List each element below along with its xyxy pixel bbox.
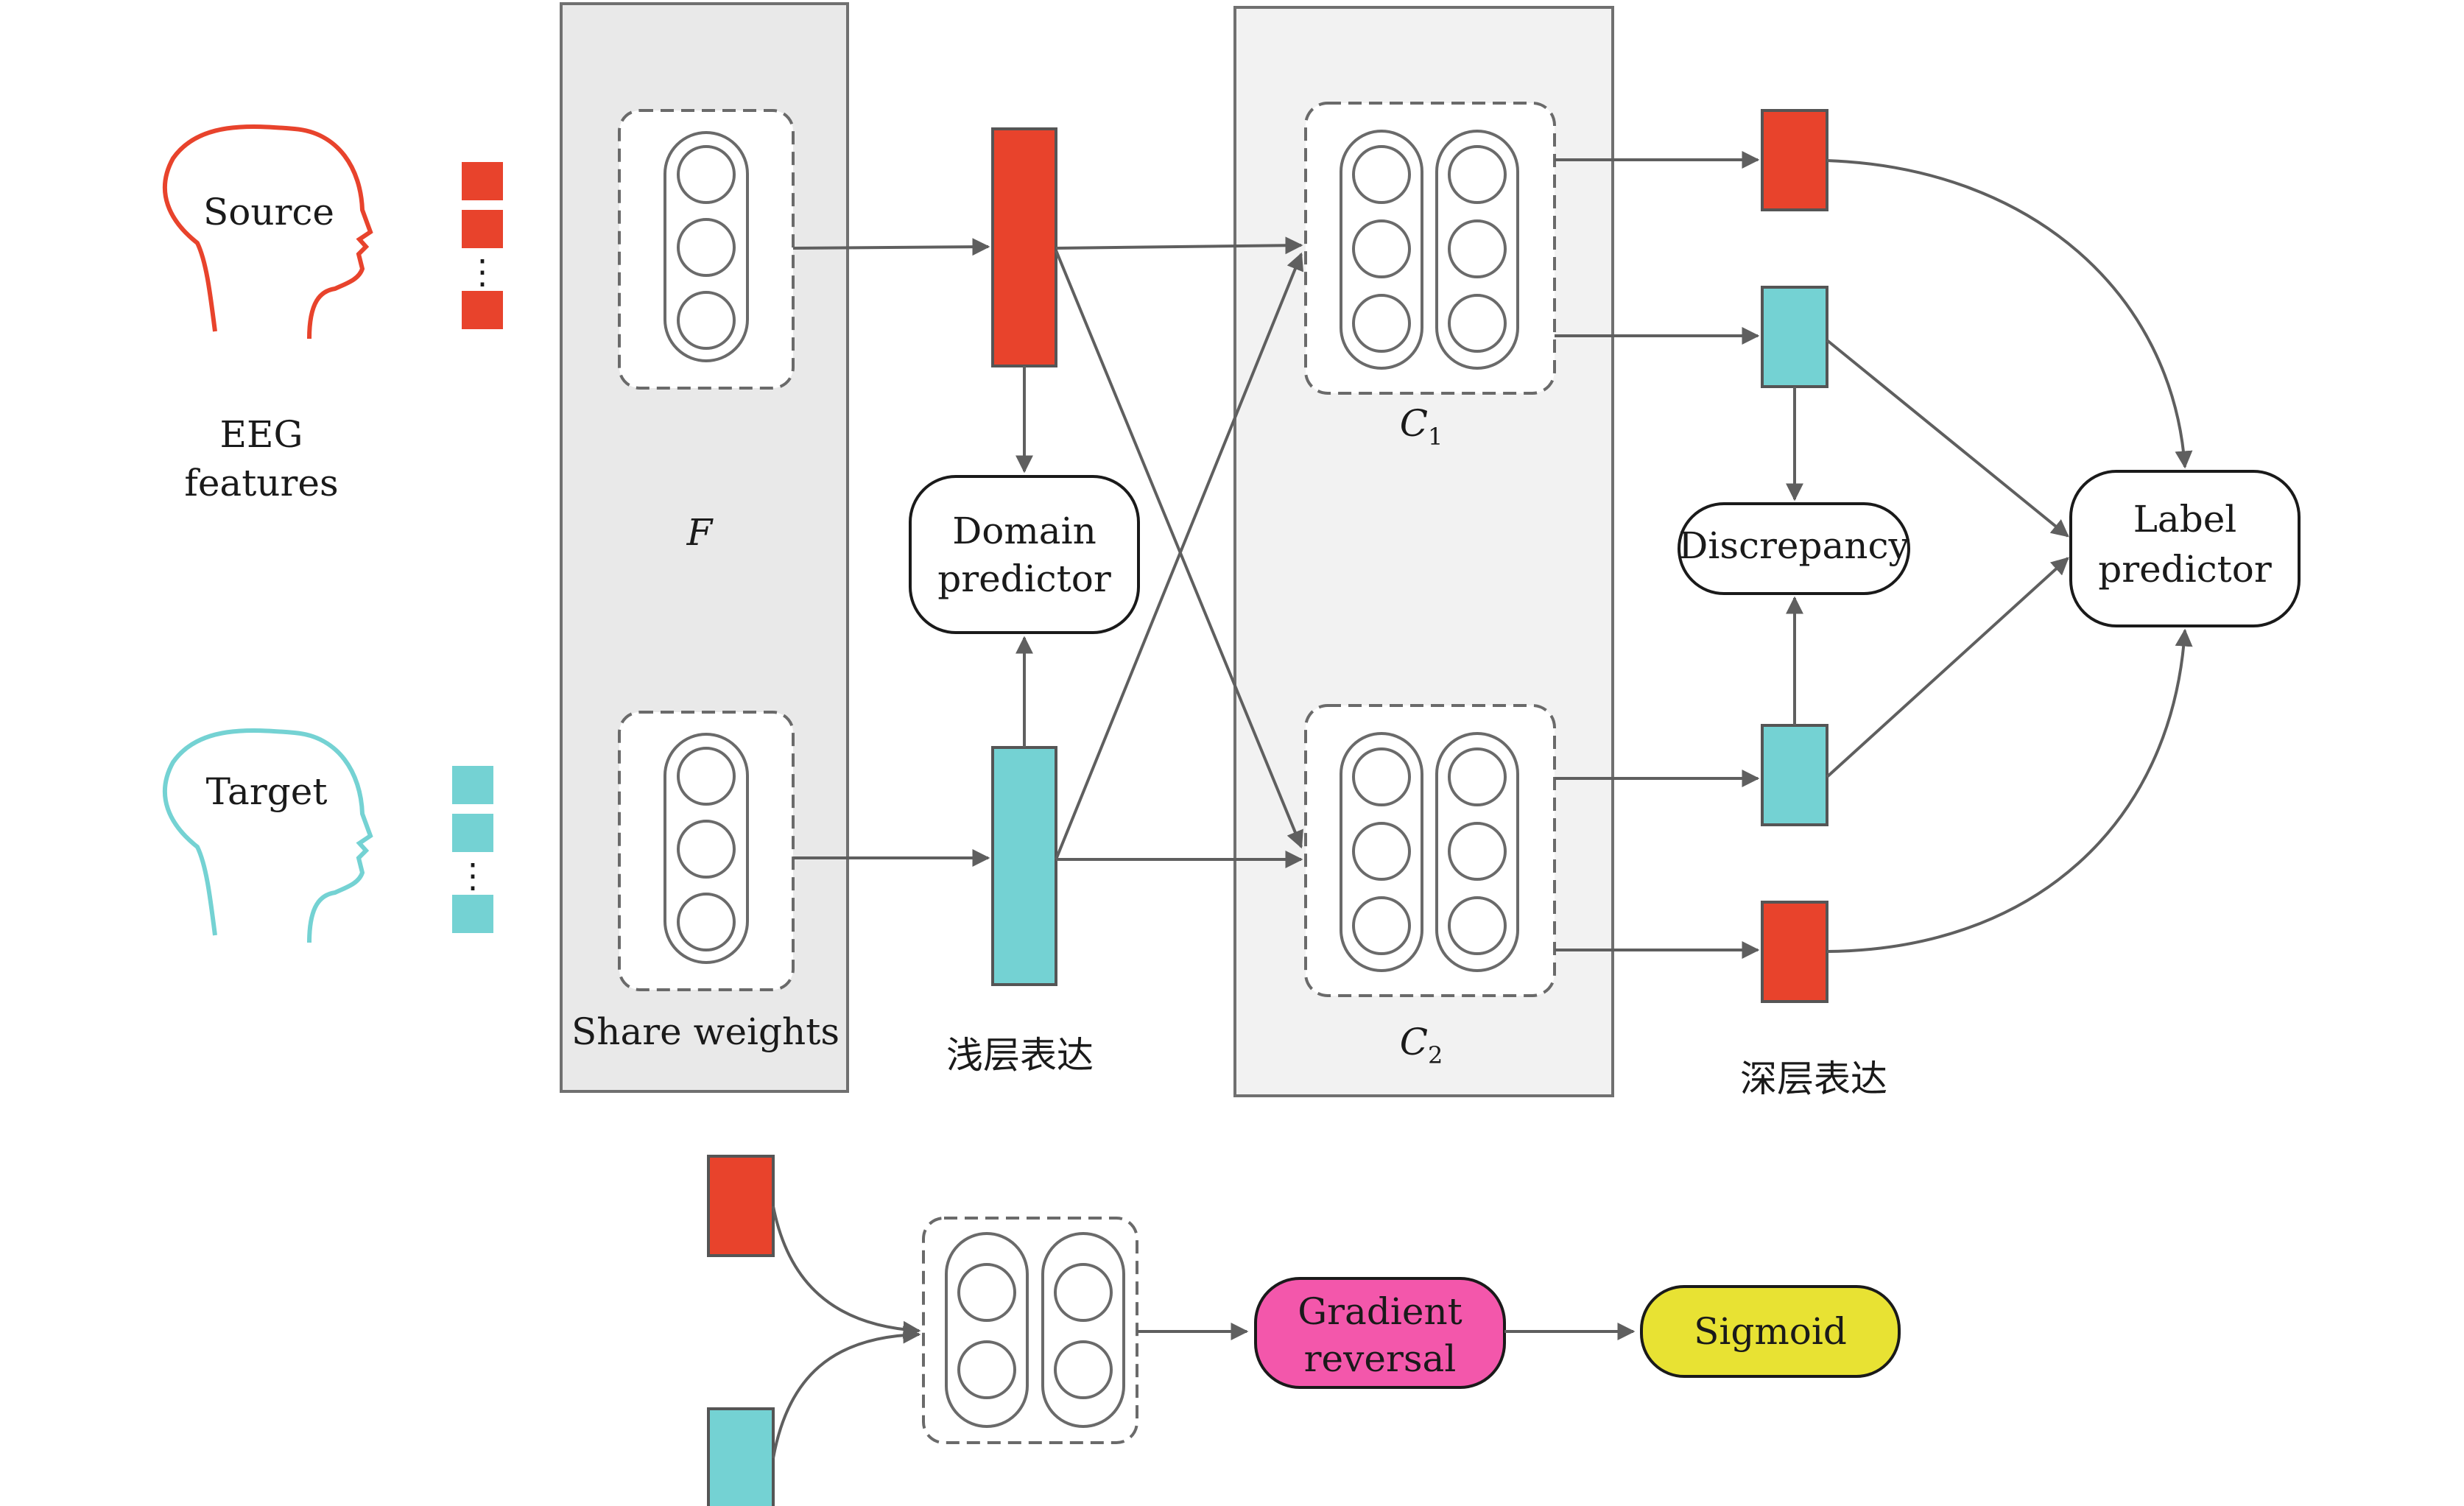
- neuron: [1352, 219, 1411, 278]
- arrow: [1826, 339, 2069, 538]
- neuron: [1352, 145, 1411, 204]
- arrow: [772, 1326, 921, 1459]
- neuron: [1448, 145, 1507, 204]
- c2-source-output: [1761, 901, 1828, 1003]
- eeg-features-label-line2: features: [184, 462, 338, 504]
- target-input-block: [707, 1407, 775, 1506]
- c2-target-output: [1761, 724, 1828, 826]
- neuron: [1352, 896, 1411, 955]
- source-feature-block: [462, 162, 503, 200]
- shallow-representation-label: 浅层表达: [946, 1034, 1094, 1077]
- neuron: [677, 218, 736, 277]
- feature-extractor-label: F: [686, 511, 714, 554]
- c1-source-output: [1761, 109, 1828, 211]
- domain-predictor-label-line2: predictor: [937, 557, 1111, 600]
- neuron: [1054, 1340, 1113, 1399]
- gradient-reversal-label-line2: reversal: [1304, 1337, 1457, 1380]
- neuron: [1448, 896, 1507, 955]
- arrow: [772, 1206, 921, 1339]
- domain-predictor-label-line1: Domain: [952, 510, 1097, 552]
- arrow: [1055, 252, 1304, 860]
- arrow: [1826, 557, 2069, 778]
- arrow: [1826, 159, 2193, 469]
- arrow: [1826, 628, 2193, 953]
- share-weights-label: Share weights: [571, 1010, 839, 1053]
- label-predictor-label-line2: predictor: [2098, 548, 2272, 591]
- neuron: [1352, 747, 1411, 806]
- deep-representation-label: 深层表达: [1740, 1058, 1887, 1100]
- neuron: [1448, 822, 1507, 881]
- source-input-block: [707, 1155, 775, 1257]
- neuron: [1352, 294, 1411, 353]
- label-predictor-label-line1: Label: [2133, 498, 2237, 541]
- source-shallow-vector: [991, 127, 1057, 367]
- classifier2-label: C2: [1400, 1021, 1443, 1069]
- arrow: [1055, 250, 1303, 849]
- target-feature-block: [452, 895, 493, 933]
- discrepancy-label: Discrepancy: [1678, 524, 1909, 567]
- target-label: Target: [206, 770, 328, 813]
- source-feature-block: [462, 291, 503, 329]
- neuron: [1352, 822, 1411, 881]
- neuron: [1448, 294, 1507, 353]
- arrow: [1055, 236, 1303, 255]
- neuron: [957, 1340, 1016, 1399]
- neuron: [677, 893, 736, 951]
- label-predictor: [2069, 470, 2301, 627]
- source-head-icon: [162, 124, 373, 339]
- neuron: [677, 747, 736, 806]
- discrepancy-box: [1678, 502, 1910, 595]
- eeg-features-label-line1: EEG: [220, 413, 303, 456]
- target-feature-block: [452, 766, 493, 804]
- neuron: [677, 291, 736, 350]
- target-feature-block: [452, 814, 493, 852]
- source-feature-block: [462, 210, 503, 248]
- neuron: [957, 1263, 1016, 1322]
- source-label: Source: [203, 191, 334, 233]
- arrow: [792, 238, 990, 256]
- sigmoid-label: Sigmoid: [1694, 1310, 1847, 1353]
- c1-target-output: [1761, 286, 1828, 388]
- classifier1-label: C1: [1400, 402, 1443, 451]
- neuron: [677, 145, 736, 204]
- target-shallow-vector: [991, 746, 1057, 986]
- sigmoid-box: [1640, 1285, 1901, 1378]
- neuron: [1448, 219, 1507, 278]
- neuron: [677, 820, 736, 879]
- target-head-icon: [162, 728, 373, 943]
- source-ellipsis: ⋮: [465, 252, 499, 292]
- gradient-reversal-label-line1: Gradient: [1298, 1290, 1462, 1333]
- neuron: [1054, 1263, 1113, 1322]
- neuron: [1448, 747, 1507, 806]
- target-ellipsis: ⋮: [456, 856, 490, 895]
- domain-predictor: [909, 475, 1140, 634]
